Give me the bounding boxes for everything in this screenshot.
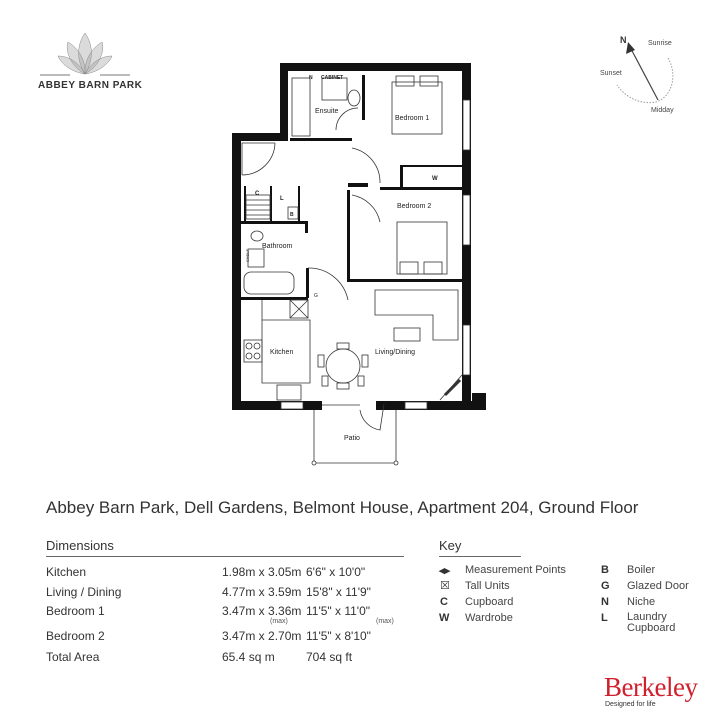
bath-basin bbox=[247, 248, 265, 268]
key-symbol: W bbox=[439, 612, 450, 624]
entrance-door bbox=[241, 142, 275, 175]
dimension-room: Bedroom 1 bbox=[46, 604, 105, 618]
bath-toilet bbox=[250, 230, 264, 242]
dimensions-heading: Dimensions bbox=[46, 538, 114, 553]
bathtub bbox=[243, 271, 295, 295]
key-symbol: B bbox=[601, 564, 609, 576]
measurement-points-icon: ◂▸ bbox=[439, 565, 451, 577]
ensuite-door-swing bbox=[335, 107, 359, 131]
key-heading: Key bbox=[439, 538, 462, 553]
apartment-title: Abbey Barn Park, Dell Gardens, Belmont H… bbox=[46, 498, 639, 517]
key-symbol: C bbox=[440, 596, 448, 608]
cabinet-marker: CABINET bbox=[321, 75, 343, 81]
room-label-living: Living/Dining bbox=[375, 349, 415, 356]
exterior-walls bbox=[232, 63, 486, 410]
sunset-label: Sunset bbox=[600, 70, 622, 77]
niche-marker: N bbox=[309, 75, 313, 81]
dimension-imperial: 11'5" x 11'0" bbox=[306, 604, 371, 618]
key-label: Cupboard bbox=[465, 596, 514, 608]
dimension-metric: 3.47m x 3.36m bbox=[222, 604, 302, 618]
ensuite-bath bbox=[291, 77, 311, 137]
room-label-bathroom: Bathroom bbox=[262, 243, 293, 250]
sofa bbox=[374, 289, 459, 341]
bed2 bbox=[396, 221, 448, 275]
dimension-imperial: 11'5" x 8'10" bbox=[306, 629, 371, 643]
key-symbol: L bbox=[601, 612, 608, 624]
compass-sun-path: N Sunrise Sunset Midday bbox=[600, 35, 674, 114]
wardrobe-marker: W bbox=[432, 176, 438, 182]
max-note-imperial: (max) bbox=[376, 618, 394, 625]
boiler-marker: B bbox=[290, 212, 294, 218]
key-symbol: N bbox=[601, 596, 609, 608]
interior-walls bbox=[240, 75, 463, 300]
dimension-metric: 4.77m x 3.59m bbox=[222, 585, 302, 599]
key-symbol: G bbox=[601, 580, 610, 592]
sunrise-label: Sunrise bbox=[648, 40, 672, 47]
tall-units-icon: ☒ bbox=[440, 580, 450, 592]
bed1 bbox=[391, 81, 443, 135]
berkeley-tagline: Designed for life bbox=[605, 701, 656, 708]
room-label-kitchen: Kitchen bbox=[270, 349, 293, 356]
key-label: Laundry Cupboard bbox=[627, 611, 676, 634]
max-note-metric: (max) bbox=[270, 618, 288, 625]
key-label: Measurement Points bbox=[465, 564, 566, 576]
room-label-bedroom2: Bedroom 2 bbox=[397, 203, 431, 210]
dimension-imperial: 6'6" x 10'0" bbox=[306, 565, 366, 579]
key-label: Glazed Door bbox=[627, 580, 689, 592]
north-label: N bbox=[620, 35, 627, 45]
cupboard-shelves bbox=[245, 194, 271, 220]
room-label-ensuite: Ensuite bbox=[315, 108, 338, 115]
development-logo-text: ABBEY BARN PARK bbox=[38, 80, 143, 91]
ensuite-basin bbox=[321, 77, 348, 101]
key-label: Niche bbox=[627, 596, 656, 608]
dimension-imperial: 704 sq ft bbox=[306, 650, 353, 664]
lotus-logo-icon bbox=[40, 32, 130, 76]
key-label: Tall Units bbox=[465, 580, 510, 592]
dining-table bbox=[325, 348, 361, 384]
glazed-door-marker: G bbox=[314, 293, 318, 299]
tall-unit bbox=[289, 299, 309, 319]
midday-label: Midday bbox=[651, 107, 674, 114]
room-label-bedroom1: Bedroom 1 bbox=[395, 115, 429, 122]
key-label: Wardrobe bbox=[465, 612, 513, 624]
hob bbox=[243, 339, 263, 363]
north-arrow-icon bbox=[626, 42, 635, 54]
fixtures bbox=[241, 75, 463, 466]
laundry-marker: L bbox=[280, 196, 284, 202]
ensuite-toilet bbox=[347, 89, 361, 107]
room-label-patio: Patio bbox=[344, 435, 360, 442]
north-arrow-line bbox=[629, 46, 659, 101]
sun-path-arc bbox=[616, 57, 674, 104]
dimension-room: Living / Dining bbox=[46, 585, 122, 599]
dimensions-divider bbox=[46, 556, 404, 557]
bedroom-door-swing bbox=[351, 147, 381, 184]
dimension-room: Total Area bbox=[46, 650, 100, 664]
key-divider bbox=[439, 556, 521, 557]
shelf-marker: SHELF bbox=[245, 249, 250, 262]
bed2-door-swing bbox=[351, 194, 381, 223]
dimension-metric: 3.47m x 2.70m bbox=[222, 629, 302, 643]
key-label: Boiler bbox=[627, 564, 656, 576]
berkeley-logo: Berkeley bbox=[604, 672, 698, 702]
sink bbox=[276, 384, 302, 401]
boiler bbox=[287, 206, 299, 220]
dimension-metric: 1.98m x 3.05m bbox=[222, 565, 302, 579]
dimension-imperial: 15'8" x 11'9" bbox=[306, 585, 371, 599]
dimension-metric: 65.4 sq m bbox=[222, 650, 275, 664]
dimension-room: Kitchen bbox=[46, 565, 87, 579]
floor-plan: Ensuite Bedroom 1 Bedroom 2 Bathroom Kit… bbox=[232, 63, 486, 466]
dimension-room: Bedroom 2 bbox=[46, 629, 105, 643]
windows bbox=[280, 99, 471, 410]
cupboard-marker: C bbox=[255, 191, 260, 197]
patio-outline bbox=[313, 410, 397, 464]
coffee-table bbox=[393, 327, 421, 342]
